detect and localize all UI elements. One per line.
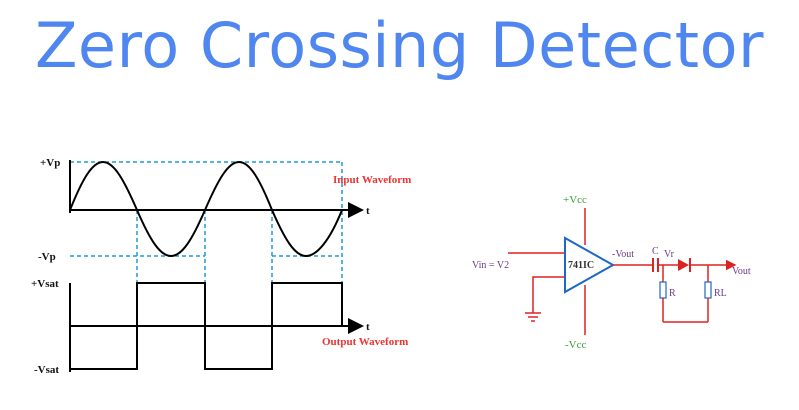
t-label-bottom: t xyxy=(366,321,370,333)
opamp-triangle xyxy=(564,236,616,294)
vsat-neg-label: -Vsat xyxy=(34,364,59,376)
waveform-panel: +Vp -Vp +Vsat -Vsat t t Input Waveform O… xyxy=(31,157,411,376)
vout-label: Vout xyxy=(732,266,751,277)
vsat-pos-label: +Vsat xyxy=(31,278,59,290)
vr-label: Vr xyxy=(664,249,675,260)
output-square-wave xyxy=(70,282,343,370)
vcc-pos-label: +Vcc xyxy=(563,194,587,206)
opamp-label: 741IC xyxy=(568,260,594,271)
input-waveform-label: Input Waveform xyxy=(333,174,411,186)
ground-wire xyxy=(532,276,565,313)
input-sine-wave xyxy=(69,160,343,258)
rl-label: RL xyxy=(714,288,727,299)
ground-icon xyxy=(525,312,541,322)
vp-pos-label: +Vp xyxy=(40,157,60,169)
r-label: R xyxy=(669,288,676,299)
page-title: Zero Crossing Detector xyxy=(34,9,765,82)
resistor-rl xyxy=(704,281,712,299)
vp-neg-label: -Vp xyxy=(38,251,56,263)
capacitor-label: C xyxy=(652,246,659,257)
opamp-vout-label: -Vout xyxy=(612,249,634,260)
vcc-neg-label: -Vcc xyxy=(565,339,586,351)
output-waveform-label: Output Waveform xyxy=(322,336,408,348)
resistor-r xyxy=(659,281,667,299)
vin-label: Vin = V2 xyxy=(472,260,509,271)
t-label-top: t xyxy=(366,205,370,217)
diode-icon xyxy=(678,259,689,271)
circuit-panel: +Vcc -Vcc Vin = V2 741IC -Vout C Vr R RL… xyxy=(472,194,751,351)
